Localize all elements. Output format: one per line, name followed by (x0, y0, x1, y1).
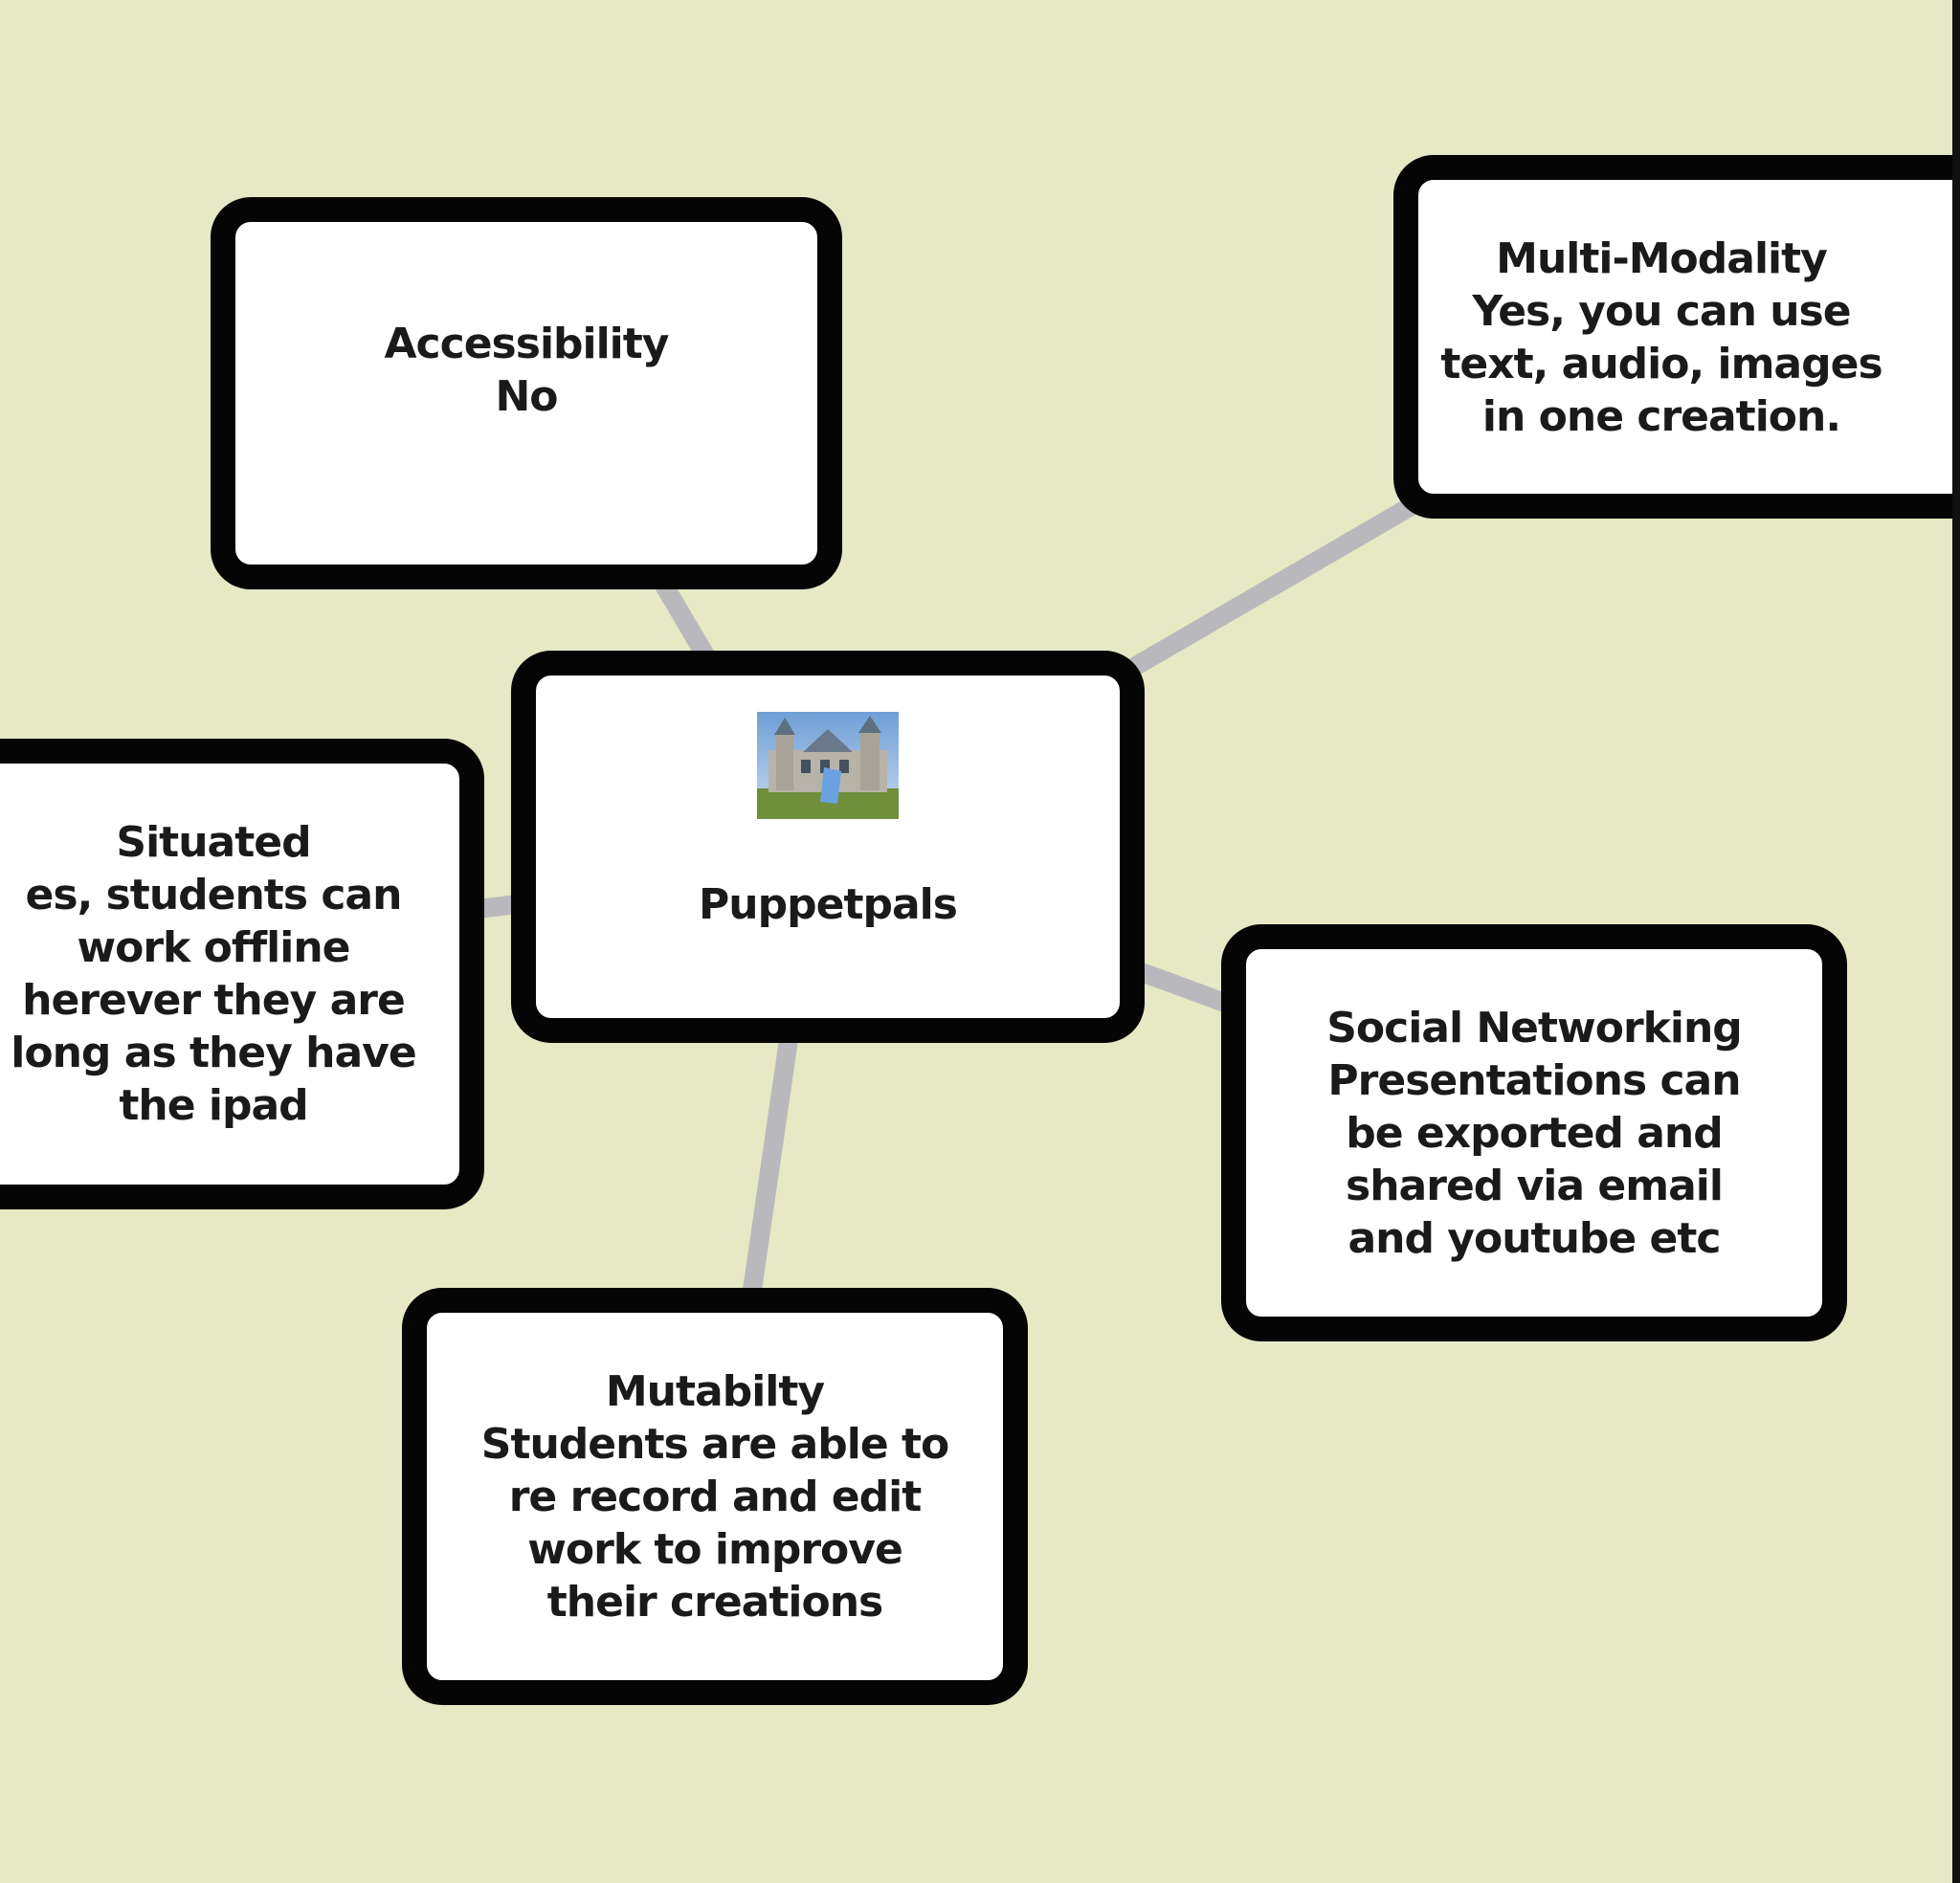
node-situated-title: Situated (116, 818, 311, 867)
node-social-networking[interactable]: Social Networking Presentations can be e… (1221, 924, 1847, 1341)
castle-photo-icon (757, 712, 899, 819)
connector-multimodality (1124, 489, 1432, 678)
node-social-title: Social Networking (1326, 1003, 1743, 1052)
node-multimodality[interactable]: Multi-Modality Yes, you can use text, au… (1393, 155, 1960, 519)
connector-accessibility (652, 573, 717, 666)
node-center-label: Puppetpals (699, 880, 958, 929)
connector-social (1135, 962, 1234, 1014)
node-multimodality-title: Multi-Modality (1496, 234, 1828, 283)
node-situated-text: es, students can work offline herever th… (11, 871, 416, 1130)
node-accessibility-title: Accessibility (384, 320, 670, 368)
node-accessibility-text: No (495, 372, 558, 421)
node-accessibility[interactable]: Accessibility No (211, 197, 842, 589)
node-mutability-text: Students are able to re record and edit … (480, 1419, 949, 1627)
node-mutability[interactable]: Mutabilty Students are able to re record… (402, 1288, 1028, 1705)
connector-situated (477, 895, 519, 919)
node-center-puppetpals[interactable]: Puppetpals (511, 651, 1145, 1043)
node-situated[interactable]: Situated es, students can work offline h… (0, 739, 484, 1209)
right-border (1952, 0, 1960, 1883)
connector-mutability (742, 1031, 799, 1298)
node-mutability-title: Mutabilty (605, 1366, 825, 1416)
node-social-text: Presentations can be exported and shared… (1327, 1055, 1741, 1263)
node-multimodality-text: Yes, you can use text, audio, images in … (1440, 287, 1882, 441)
